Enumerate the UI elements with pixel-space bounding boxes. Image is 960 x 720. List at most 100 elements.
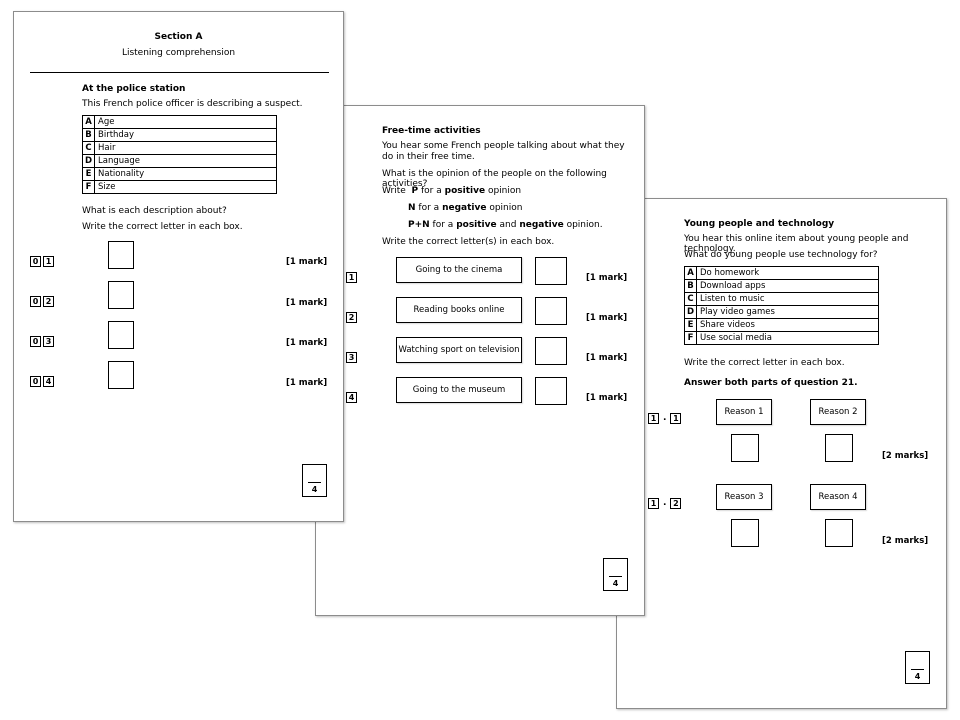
answer-box[interactable] [731, 434, 759, 462]
answer-box[interactable] [108, 241, 134, 269]
answer-box[interactable] [535, 257, 567, 285]
code-n: N [408, 203, 416, 213]
marks-label: [1 mark] [586, 393, 628, 403]
answer-box[interactable] [108, 281, 134, 309]
score-total: 4 [311, 485, 318, 494]
page1-intro: This French police officer is describing… [82, 99, 303, 109]
option-letter: B [684, 279, 697, 293]
question-number: 2 [346, 312, 359, 323]
page1-instruction: Write the correct letter in each box. [82, 222, 243, 232]
answer-box[interactable] [535, 297, 567, 325]
answer-box[interactable] [108, 361, 134, 389]
digit-box: 3 [346, 352, 357, 363]
answer-box[interactable] [825, 434, 853, 462]
exam-page-2: Free-time activities You hear some Frenc… [315, 105, 645, 616]
answer-box[interactable] [535, 377, 567, 405]
answer-box[interactable] [108, 321, 134, 349]
word-opinion: opinion [489, 203, 523, 213]
word-positive: positive [456, 220, 497, 230]
digit-box: 1 [346, 272, 357, 283]
digit-box: 0 [30, 336, 41, 347]
digit-box: 4 [43, 376, 54, 387]
question-number: 1 [346, 272, 359, 283]
option-letter: D [82, 154, 95, 168]
marks-label: [1 mark] [286, 378, 328, 388]
digit-box: 0 [30, 296, 41, 307]
activity-label: Going to the cinema [396, 257, 522, 283]
question-number-21-1: 1 . 1 [648, 413, 683, 424]
number-separator: . [663, 498, 667, 508]
page2-n-line: N for a negative opinion [408, 203, 522, 213]
option-text: Play video games [696, 305, 879, 319]
marks-label: [1 mark] [586, 273, 628, 283]
page2-instruction: Write the correct letter(s) in each box. [382, 237, 555, 247]
reason-label: Reason 1 [716, 399, 772, 425]
page3-instruction: Write the correct letter in each box. [684, 358, 845, 368]
answer-box[interactable] [825, 519, 853, 547]
page3-answer-note: Answer both parts of question 21. [684, 378, 858, 388]
marks-label: [1 mark] [586, 313, 628, 323]
option-letter: C [684, 292, 697, 306]
question-number: 3 [346, 352, 359, 363]
marks-label: [1 mark] [586, 353, 628, 363]
answer-box[interactable] [731, 519, 759, 547]
digit-box: 1 [670, 413, 682, 424]
digit-box: 3 [43, 336, 54, 347]
question-number: 4 [346, 392, 359, 403]
activity-label: Watching sport on television [396, 337, 522, 363]
word-opinion: opinion [487, 186, 522, 196]
option-text: Nationality [94, 167, 277, 181]
page3-question: What do young people use technology for? [684, 250, 878, 260]
option-letter: F [684, 331, 697, 345]
digit-box: 2 [346, 312, 357, 323]
word-for: for a [418, 203, 440, 213]
option-letter: E [82, 167, 95, 181]
reason-label: Reason 2 [810, 399, 866, 425]
digit-box: 0 [30, 376, 41, 387]
page2-pn-line: P+N for a positive and negative opinion. [408, 220, 603, 230]
code-p: P [411, 186, 419, 196]
word-and: and [499, 220, 517, 230]
option-letter: B [82, 128, 95, 142]
word-opinion: opinion. [566, 220, 603, 230]
section-title: Section A [154, 32, 203, 42]
option-text: Language [94, 154, 277, 168]
option-text: Age [94, 115, 277, 129]
digit-box: 1 [648, 498, 659, 509]
write-prefix: Write [382, 186, 406, 196]
score-box: 4 [302, 464, 327, 497]
page3-heading: Young people and technology [684, 219, 835, 229]
code-pn: P+N [408, 220, 430, 230]
word-negative: negative [442, 203, 487, 213]
answer-box[interactable] [535, 337, 567, 365]
option-text: Listen to music [696, 292, 879, 306]
word-for: for a [420, 186, 442, 196]
section-subtitle: Listening comprehension [121, 48, 236, 58]
exam-page-3: Young people and technology You hear thi… [616, 198, 947, 709]
reason-label: Reason 4 [810, 484, 866, 510]
activity-label: Going to the museum [396, 377, 522, 403]
word-negative: negative [519, 220, 564, 230]
page2-heading: Free-time activities [382, 126, 481, 136]
score-box: 4 [905, 651, 930, 684]
marks-label: [2 marks] [882, 536, 929, 546]
score-total: 4 [612, 579, 619, 588]
digit-box: 1 [43, 256, 54, 267]
option-letter: A [684, 266, 697, 280]
